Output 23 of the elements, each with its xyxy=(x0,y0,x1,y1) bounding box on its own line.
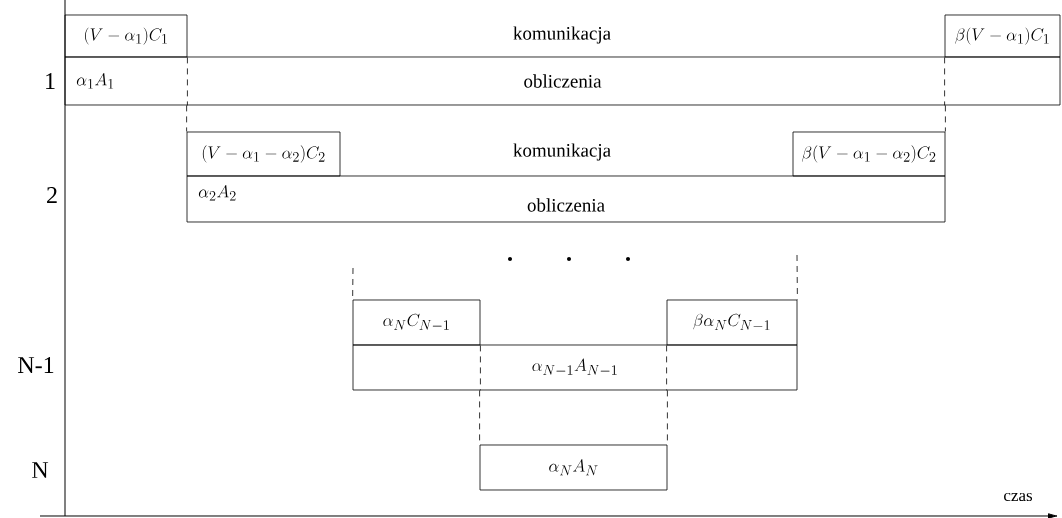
guide-line xyxy=(796,254,798,300)
computation-bar: $\alpha_{N-1}A_{N-1}$ xyxy=(352,344,798,391)
communication-box: $\beta(V-\alpha_1-\alpha_2)C_2$ xyxy=(792,131,946,177)
communication-box: $(V-\alpha_1-\alpha_2)C_2$ xyxy=(186,131,341,177)
communication-box: $(V-\alpha_1)C_1$ xyxy=(64,14,188,58)
communication-box: $\beta(V-\alpha_1)C_1$ xyxy=(944,14,1061,58)
row-number: 2 xyxy=(47,187,57,203)
guide-line xyxy=(187,57,188,106)
row-number: N-1 xyxy=(18,357,54,373)
computation-bar: $\alpha_2 A_2$ obliczenia xyxy=(186,175,946,223)
lane-heading: komunikacja xyxy=(513,143,611,161)
guide-line xyxy=(944,57,945,106)
axis-label: czas xyxy=(1004,492,1033,502)
computation-bar: $\alpha_N A_N$ xyxy=(479,444,668,491)
guide-line xyxy=(945,105,946,132)
row-number: N xyxy=(32,462,49,478)
communication-box: $\beta\alpha_N C_{N-1}$ xyxy=(666,299,798,346)
computation-bar: $\alpha_1 A_1$ obliczenia xyxy=(64,56,1061,106)
row-number: 1 xyxy=(46,73,55,89)
guide-line xyxy=(480,345,481,391)
guide-line xyxy=(186,105,187,132)
communication-box: $\alpha_N C_{N-1}$ xyxy=(352,299,481,346)
guide-line xyxy=(666,345,667,391)
